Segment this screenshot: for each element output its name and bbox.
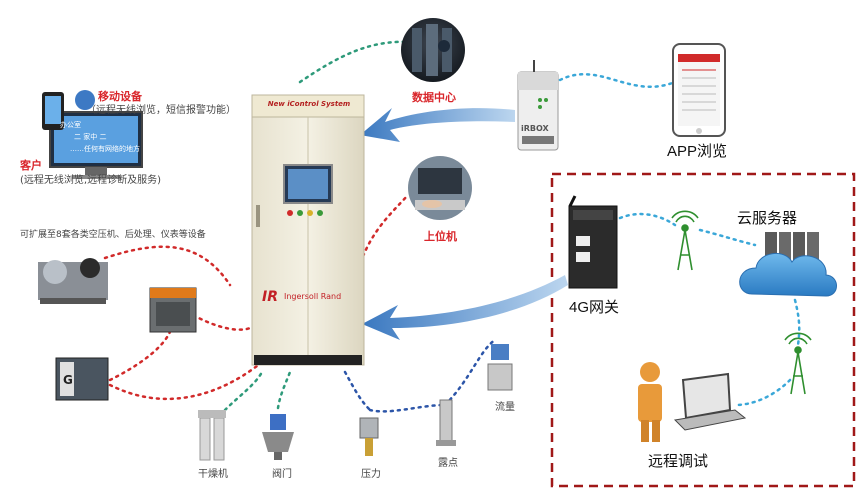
screen-text-anywhere: ……任何有网络的地方 [70,145,140,153]
label-cloud: 云服务器 [737,210,798,227]
centrifugal-compressor-icon [38,258,108,304]
link-cloud-tower2 [793,298,801,347]
label-data-center: 数据中心 [412,91,456,104]
dewpoint-sensor-icon [436,399,456,446]
link-pressure [343,370,372,412]
atlas-compressor-icon: G [55,357,109,401]
control-cabinet [251,94,365,366]
screen-text-home: 二 家中 二 [74,133,107,141]
phone-icon [672,43,726,137]
engineer-icon [638,362,662,442]
irbox-brand: iRBOX [521,124,549,133]
label-dew-point: 露点 [438,458,458,469]
label-client-desc: (远程无线浏览,远程诊断及服务) [20,175,161,186]
label-app: APP浏览 [667,143,728,160]
label-pressure: 压力 [361,469,381,480]
link-dewpoint [368,403,447,413]
arrow-irbox-to-cabinet [360,108,515,142]
irbox-router-icon [517,60,559,151]
label-upper-computer: 上位机 [424,230,457,243]
label-mobile-device: 移动设备 [98,90,142,103]
screen-text-office: 办公室 [60,121,81,129]
client-monitor-icon [42,90,143,179]
link-tower-cloud [698,228,757,247]
laptop-icon [673,372,747,431]
link-flow [443,338,497,407]
link-dryer [223,370,264,412]
label-remote-debug: 远程调试 [648,453,709,470]
screw-compressor-icon [149,287,197,333]
link-cabinet-datacenter [298,40,412,84]
label-client: 客户 [20,159,42,172]
signal-tower-bottom-icon [784,332,812,395]
link-tower2-laptop [733,378,792,407]
link-compressor-chain [103,245,232,287]
flow-meter-icon [487,344,513,391]
link-compressor-chain4 [108,360,264,401]
gateway-4g-icon [568,195,618,289]
valve-icon [262,414,294,460]
svg-text:G: G [63,373,73,387]
dryer-icon [198,410,226,461]
label-dryer: 干燥机 [198,469,228,480]
label-valve: 阀门 [272,469,292,480]
arrow-gateway-to-cabinet [362,275,568,340]
cabinet-brand: Ingersoll Rand [284,292,342,301]
label-flow: 流量 [495,402,515,413]
pressure-sensor-icon [359,417,379,456]
datacenter-icon [401,18,465,82]
link-valve [276,370,292,410]
label-mobile-desc: （远程无线浏览，短信报警功能） [86,105,236,116]
cabinet-title: New iControl System [267,100,351,108]
cabinet-brand-mark: IR [262,289,278,305]
cloud-server-icon [739,232,837,297]
label-gateway: 4G网关 [569,299,620,316]
link-compressor-chain3 [108,323,174,382]
link-gateway-tower [618,212,677,227]
upper-computer-icon [408,156,472,220]
signal-tower-top-icon [671,210,699,271]
link-irbox-app [558,73,677,88]
remote-region-box [550,172,856,488]
label-expand: 可扩展至8套各类空压机、后处理、仪表等设备 [20,230,206,240]
